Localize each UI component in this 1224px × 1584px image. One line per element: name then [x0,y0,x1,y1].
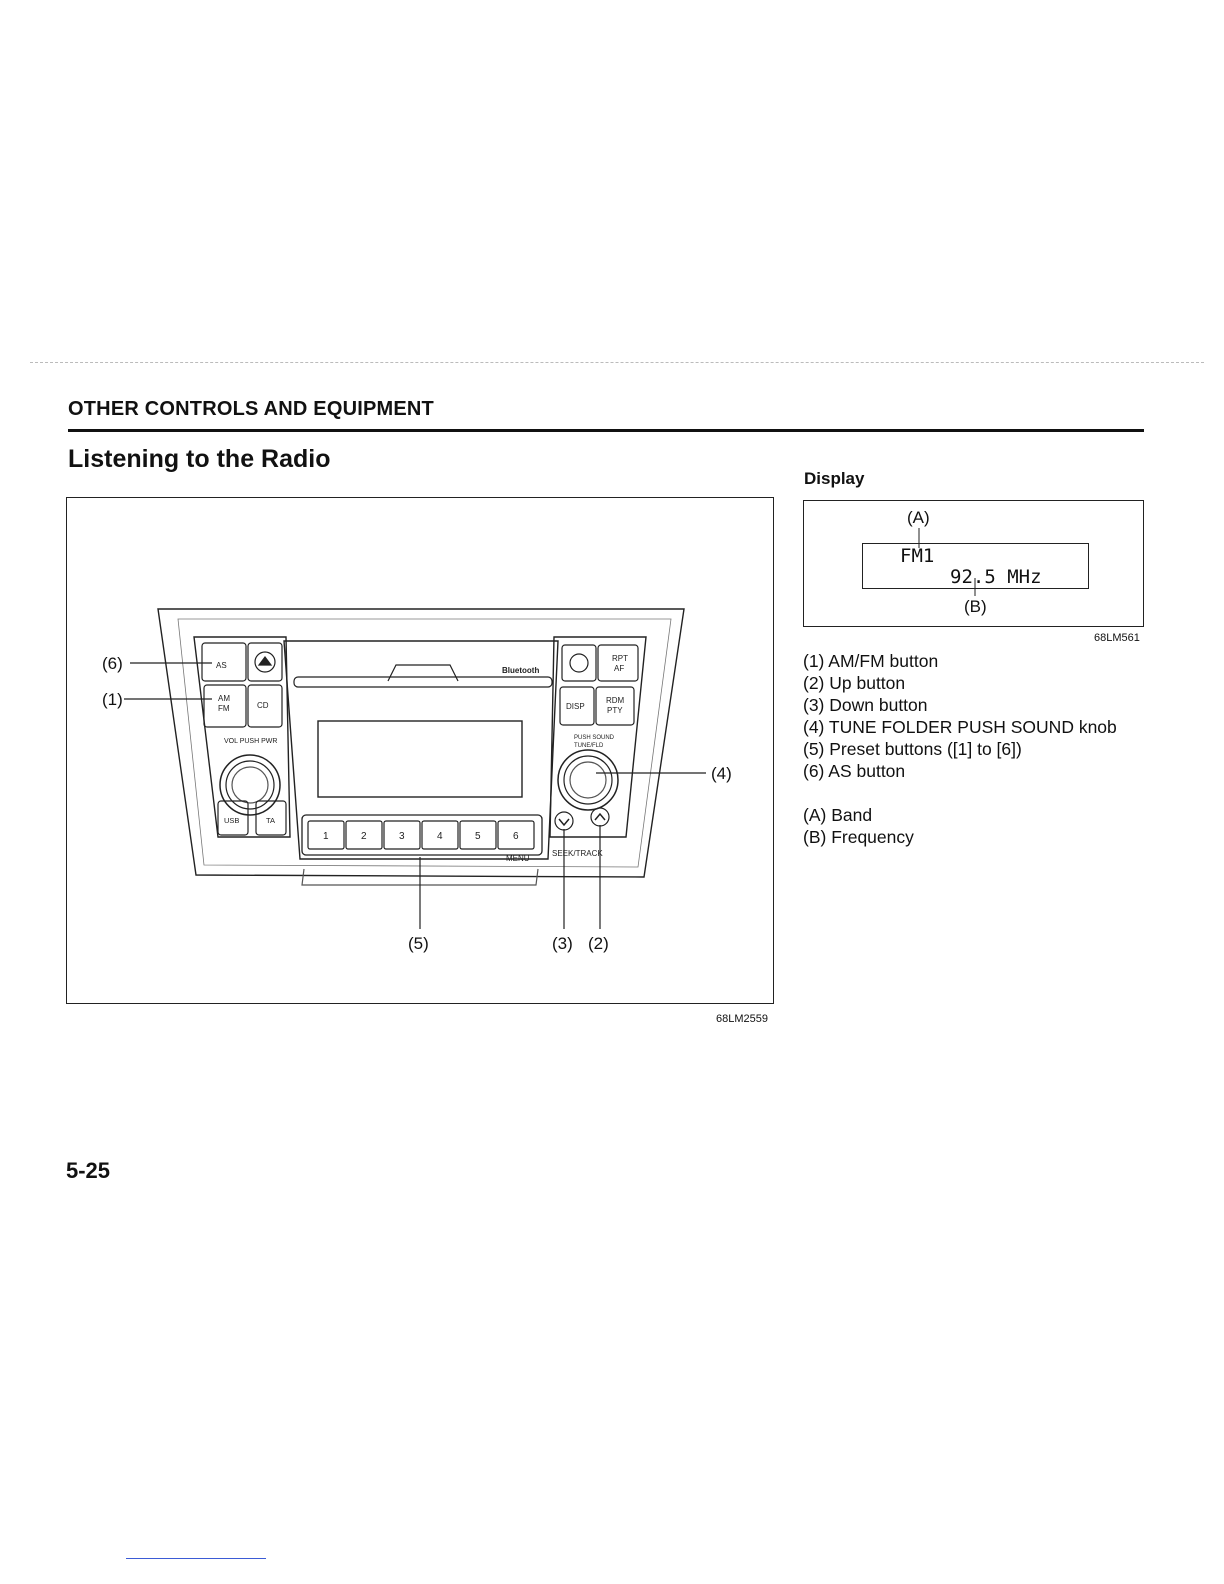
svg-text:RDM: RDM [606,696,625,705]
bluetooth-label: Bluetooth [502,666,539,675]
legend-item: (3) Down button [803,695,928,715]
eject-button [247,642,283,682]
legend-item: (5) Preset buttons ([1] to [6]) [803,739,1022,759]
callout-4: (4) [711,764,732,783]
page-number: 5-25 [66,1158,111,1183]
left-button-panel [193,636,291,838]
radio-screen [317,720,523,798]
preset-label-6: 6 [513,831,519,842]
legend-display-item: (A) Band [803,805,873,825]
preset-button-1 [307,820,345,850]
frequency-readout: 92.5 MHz [950,566,1042,588]
header-rule [68,429,1144,432]
radio-figure-frame [66,497,774,1004]
radio-unit-illustration: AS AM FM CD VOL PUSH PWR USB TA Bluetoot… [124,608,706,929]
legend-item: (4) TUNE FOLDER PUSH SOUND knob [803,717,1117,737]
svg-text:RPT: RPT [612,654,628,663]
footer-link-rule [126,1558,266,1559]
rpt-af-button [597,644,639,682]
display-heading: Display [804,469,865,488]
callout-5: (5) [408,934,429,953]
svg-text:AM: AM [218,694,230,703]
callout-3: (3) [552,934,573,953]
preset-button-4 [421,820,459,850]
ta-button [255,800,287,836]
legend-item: (6) AS button [803,761,906,781]
legend-display-item: (B) Frequency [803,827,914,847]
preset-label-2: 2 [361,831,367,842]
cd-slot [293,676,553,688]
svg-text:TUNE/FLD: TUNE/FLD [574,743,604,749]
band-readout: FM1 [900,545,935,567]
preset-button-row [301,814,543,856]
cd-button [247,684,283,728]
am-fm-button [203,684,247,728]
display-figure-frame [803,500,1144,627]
radio-bezel-inner [177,618,672,868]
tune-folder-knob [557,749,619,811]
legend-item: (2) Up button [803,673,906,693]
cd-label: CD [257,701,269,710]
usb-button [217,800,249,836]
scan-artifact-line [30,362,1204,364]
svg-text:TA: TA [266,816,275,825]
callout-1: (1) [102,690,123,709]
preset-button-5 [459,820,497,850]
callout-b: (B) [964,597,987,616]
legend: (1) AM/FM button (2) Up button (3) Down … [803,650,1117,848]
svg-text:AF: AF [614,664,624,673]
as-button [201,642,247,682]
preset-button-6 [497,820,535,850]
callout-a: (A) [907,508,930,527]
svg-text:DISP: DISP [566,702,585,711]
legend-item: (1) AM/FM button [803,651,939,671]
as-label: AS [216,661,227,670]
preset-label-3: 3 [399,831,405,842]
figure-code: 68LM2559 [716,1013,768,1025]
preset-label-1: 1 [323,831,329,842]
rdm-pty-button [595,686,635,726]
disp-button [559,686,595,726]
cd-slot-tab [387,664,459,682]
eject-icon [257,656,273,666]
callout-6: (6) [102,654,123,673]
center-panel [283,640,559,860]
callout-2: (2) [588,934,609,953]
preset-label-5: 5 [475,831,481,842]
svg-text:PUSH SOUND: PUSH SOUND [574,735,615,741]
volume-knob [219,754,281,816]
menu-label: MENU [506,854,530,863]
preset-button-3 [383,820,421,850]
preset-button-2 [345,820,383,850]
page-title: Listening to the Radio [68,445,331,473]
display-figure-code: 68LM561 [1094,632,1140,644]
up-button [590,807,610,827]
display-leaders [918,528,976,596]
radio-bezel [157,608,685,878]
preset-label-4: 4 [437,831,443,842]
down-button [554,811,574,831]
vol-label: VOL PUSH PWR [224,738,277,745]
preset-buttons: 1 2 3 4 5 6 [307,820,535,850]
mute-button [561,644,597,682]
seek-track-label: SEEK/TRACK [552,849,603,858]
section-header: OTHER CONTROLS AND EQUIPMENT [68,398,434,420]
svg-text:FM: FM [218,704,230,713]
svg-text:PTY: PTY [607,706,623,715]
right-button-panel [549,636,647,838]
svg-text:USB: USB [224,816,239,825]
